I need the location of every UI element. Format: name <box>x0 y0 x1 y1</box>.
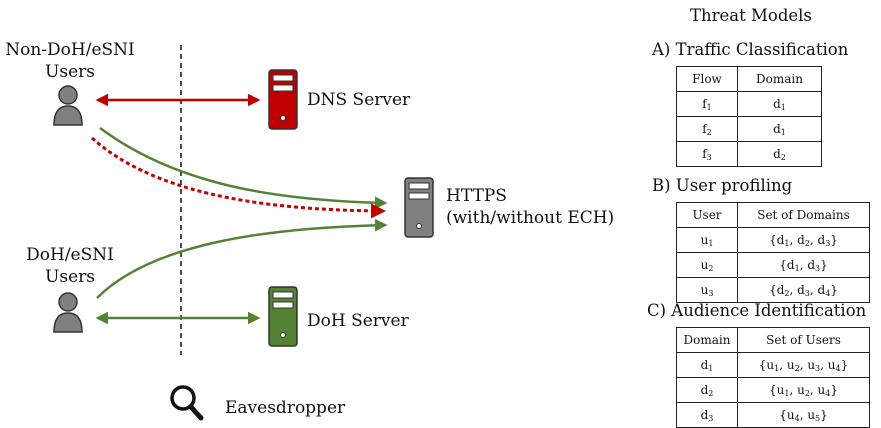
dns-server-label: DNS Server <box>307 90 411 110</box>
https-server-label: HTTPS (with/without ECH) <box>446 186 615 228</box>
table-cell: d2 <box>676 377 738 403</box>
table-cell: u1 <box>676 227 738 253</box>
table-cell: f3 <box>676 141 738 167</box>
table-cell: d3 <box>676 402 738 428</box>
table-cell: f2 <box>676 116 738 142</box>
column-header: Domain <box>737 66 822 92</box>
eavesdropper-label: Eavesdropper <box>225 398 346 418</box>
table-cell: {d1, d3} <box>737 252 870 278</box>
table-cell: u3 <box>676 277 738 303</box>
doh-server-icon <box>268 286 298 347</box>
table-cell: d1 <box>737 91 822 117</box>
column-header: User <box>676 202 738 228</box>
table-row: d3{u4, u5} <box>676 402 870 428</box>
table-cell: f1 <box>676 91 738 117</box>
table-row: d2{u1, u2, u4} <box>676 377 870 403</box>
table-row: u3{d2, d3, d4} <box>676 277 870 303</box>
table-cell: {d1, d2, d3} <box>737 227 870 253</box>
table-cell: d1 <box>676 352 738 378</box>
https-server-icon <box>404 177 434 238</box>
table-cell: {u1, u2, u3, u4} <box>737 352 870 378</box>
threat-models-title: Threat Models <box>690 6 812 25</box>
non-doh-sni-leak-arrow <box>90 136 386 219</box>
doh-users-label: DoH/eSNI Users <box>26 245 114 287</box>
table-cell: {u1, u2, u4} <box>737 377 870 403</box>
dns-server-icon <box>268 69 298 130</box>
audience-identification-heading: C) Audience Identification <box>647 301 867 320</box>
column-header: Set of Users <box>737 327 870 353</box>
magnifier-icon <box>170 385 204 421</box>
non-doh-https-arrow <box>99 126 388 210</box>
column-header: Domain <box>676 327 738 353</box>
doh-user-icon <box>53 292 83 333</box>
table-cell: d1 <box>737 116 822 142</box>
non-doh-user-icon <box>53 85 83 126</box>
non-doh-users-label: Non-DoH/eSNI Users <box>5 40 135 82</box>
doh-server-label: DoH Server <box>307 311 409 331</box>
column-header: Set of Domains <box>737 202 870 228</box>
user-profiling-heading: B) User profiling <box>652 176 793 195</box>
table-cell: d2 <box>737 141 822 167</box>
table-cell: {u4, u5} <box>737 402 870 428</box>
table-row: u1{d1, d2, d3} <box>676 227 870 253</box>
column-header: Flow <box>676 66 738 92</box>
table-row: u2{d1, d3} <box>676 252 870 278</box>
doh-https-arrow <box>96 218 388 299</box>
traffic-classification-heading: A) Traffic Classification <box>652 40 849 59</box>
table-cell: {d2, d3, d4} <box>737 277 870 303</box>
table-cell: u2 <box>676 252 738 278</box>
table-row: d1{u1, u2, u3, u4} <box>676 352 870 378</box>
